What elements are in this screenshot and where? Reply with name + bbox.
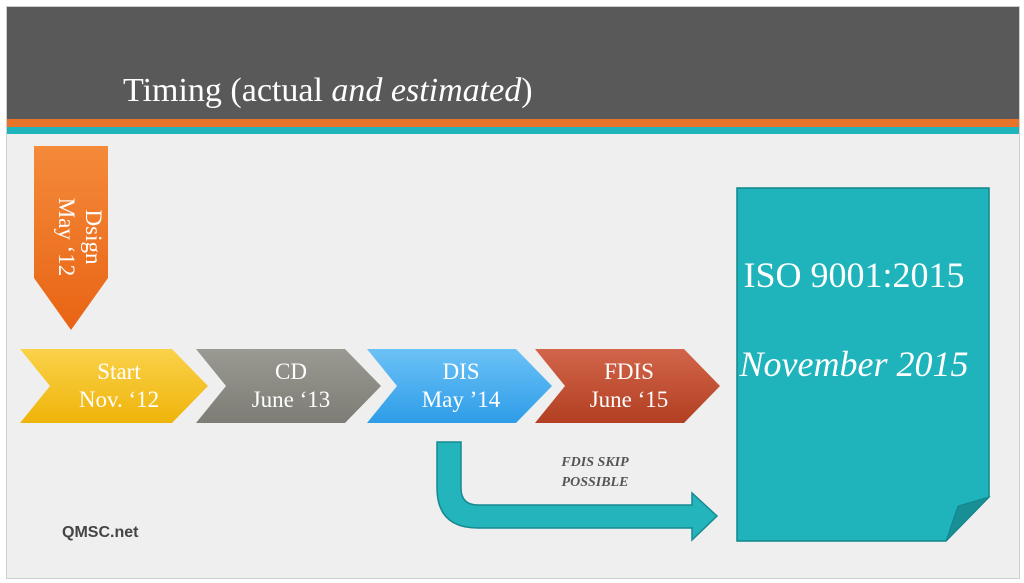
footer-brand: QMSC.net (62, 524, 139, 541)
milestone-dis: DIS May ’14 (392, 358, 530, 414)
result-page-fold (945, 495, 991, 542)
accent-stripe-orange (7, 119, 1019, 127)
milestone-label: DIS (442, 359, 480, 384)
milestone-cd: CD June ‘13 (222, 358, 360, 414)
milestone-date: June ‘13 (251, 387, 331, 412)
design-chevron (34, 146, 108, 330)
milestone-chevron-fdis (535, 349, 720, 423)
title-italic-text: and estimated (331, 72, 522, 109)
slide-title: Timing (actual and estimated) (123, 71, 533, 111)
title-text: Timing (actual (123, 72, 332, 109)
accent-stripe-teal (7, 127, 1019, 134)
design-milestone-title: Dsign (81, 209, 106, 265)
title-close-text: ) (521, 72, 533, 109)
skip-arrow (436, 441, 719, 542)
result-date: November 2015 (739, 344, 969, 384)
design-milestone-label: Dsign May ‘12 (53, 198, 107, 277)
milestone-chevron-dis (367, 349, 552, 423)
milestone-fdis: FDIS June ‘15 (560, 358, 698, 414)
milestone-chevron-cd (196, 349, 381, 423)
design-milestone-date: May ‘12 (54, 197, 79, 277)
milestone-label: Start (97, 359, 141, 384)
milestone-start: Start Nov. ‘12 (50, 358, 188, 414)
milestone-date: June ‘15 (589, 387, 669, 412)
design-milestone: Dsign May ‘12 (54, 142, 106, 332)
milestone-label: FDIS (604, 359, 654, 384)
skip-note: FDIS SKIP POSSIBLE (561, 455, 629, 490)
title-bar (7, 7, 1019, 119)
result-title: ISO 9001:2015 (743, 255, 965, 295)
milestone-chevron-start (20, 349, 208, 423)
milestone-date: Nov. ‘12 (78, 387, 160, 412)
milestone-date: May ’14 (421, 387, 501, 412)
milestone-label: CD (275, 359, 307, 384)
